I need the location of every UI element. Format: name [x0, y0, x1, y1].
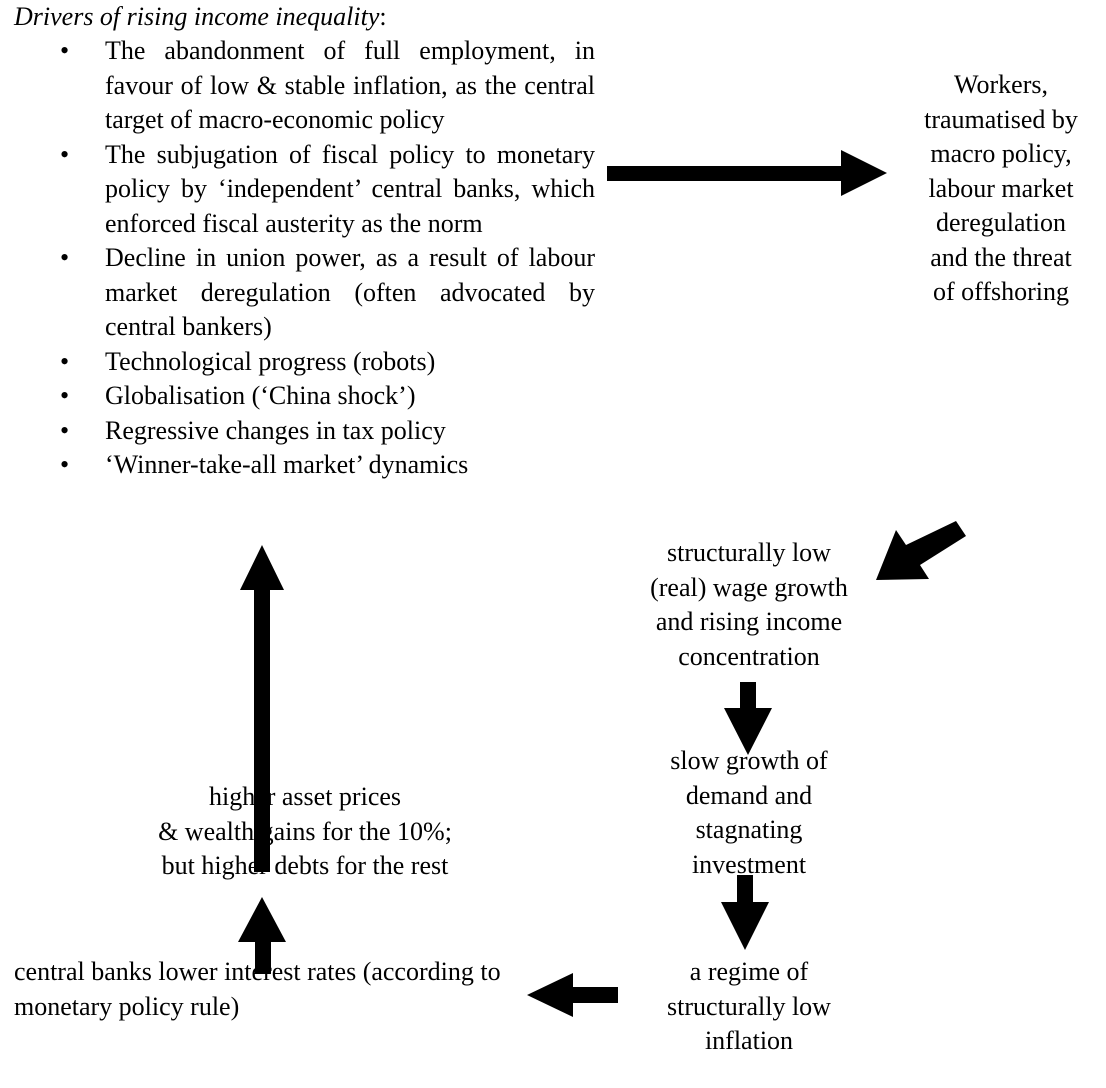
arrow-down-left-icon — [876, 521, 966, 580]
node-demand-line: demand and — [685, 780, 813, 810]
diagram-title-text: Drivers of rising income inequality — [14, 2, 380, 31]
node-demand-line: investment — [691, 849, 807, 879]
node-workers-line: labour market — [928, 173, 1074, 203]
diagram-title: Drivers of rising income inequality: — [14, 0, 387, 35]
driver-item: • Technological progress (robots) — [58, 345, 595, 380]
driver-text: Regressive changes in tax policy — [105, 415, 446, 445]
node-regime-line: inflation — [704, 1026, 794, 1055]
driver-text: Technological progress (robots) — [105, 346, 436, 376]
arrow-right-icon — [607, 150, 887, 196]
node-assets-line: higher asset prices — [208, 782, 402, 811]
driver-text: The subjugation of fiscal policy to mone… — [105, 139, 595, 238]
node-assets-line: & wealth gains for the 10%; — [158, 816, 452, 846]
node-wage-line: concentration — [678, 641, 820, 671]
driver-item: • Decline in union power, as a result of … — [58, 241, 595, 345]
node-demand-line: slow growth of — [670, 746, 828, 775]
node-workers-line: of offshoring — [932, 277, 1069, 306]
driver-item: • The subjugation of fiscal policy to mon… — [58, 138, 595, 242]
arrow-down-icon — [721, 875, 769, 950]
node-wage-line: (real) wage growth — [650, 572, 848, 602]
bullet-icon: • — [60, 450, 70, 479]
bullet-icon: • — [60, 36, 70, 65]
node-rates-line: central banks lower interest rates (acco… — [14, 957, 501, 986]
node-interest-rates: central banks lower interest rates (acco… — [14, 955, 594, 1024]
node-asset-prices: higher asset prices & wealth gains for t… — [120, 780, 490, 884]
node-low-inflation: a regime of structurally low inflation — [634, 955, 864, 1059]
node-workers-line: Workers, — [954, 70, 1048, 99]
node-workers-line: and the threat — [930, 242, 1072, 272]
node-wage-line: structurally low — [667, 538, 831, 567]
driver-text: The abandonment of full employment, in f… — [105, 36, 595, 134]
node-demand-line: stagnating — [695, 815, 803, 844]
bullet-icon: • — [60, 381, 70, 410]
driver-text: Decline in union power, as a result of l… — [105, 243, 595, 341]
node-regime-line: structurally low — [667, 991, 831, 1021]
node-regime-line: a regime of — [689, 957, 809, 986]
driver-item: • ‘Winner-take-all market’ dynamics — [58, 448, 595, 483]
node-workers-line: deregulation — [936, 208, 1066, 237]
bullet-icon: • — [60, 139, 70, 169]
driver-item: • The abandonment of full employment, in … — [58, 34, 595, 138]
bullet-icon: • — [60, 415, 70, 445]
node-slow-demand: slow growth of demand and stagnating inv… — [634, 744, 864, 882]
node-wage-line: and rising income — [655, 607, 843, 636]
bullet-icon: • — [60, 346, 70, 376]
driver-item: • Globalisation (‘China shock’) — [58, 379, 595, 414]
node-assets-line: but higher debts for the rest — [161, 851, 449, 880]
drivers-list: • The abandonment of full employment, in … — [58, 34, 595, 483]
driver-item: • Regressive changes in tax policy — [58, 414, 595, 449]
bullet-icon: • — [60, 243, 70, 272]
node-workers: Workers, traumatised by macro policy, la… — [896, 68, 1106, 310]
driver-text: Globalisation (‘China shock’) — [105, 381, 416, 410]
node-workers-line: macro policy, — [930, 139, 1072, 168]
node-wage-growth: structurally low (real) wage growth and … — [624, 536, 874, 674]
driver-text: ‘Winner-take-all market’ dynamics — [105, 450, 469, 479]
node-workers-line: traumatised by — [924, 104, 1078, 134]
node-rates-line: monetary policy rule) — [14, 991, 240, 1021]
diagram-title-colon: : — [379, 2, 387, 31]
